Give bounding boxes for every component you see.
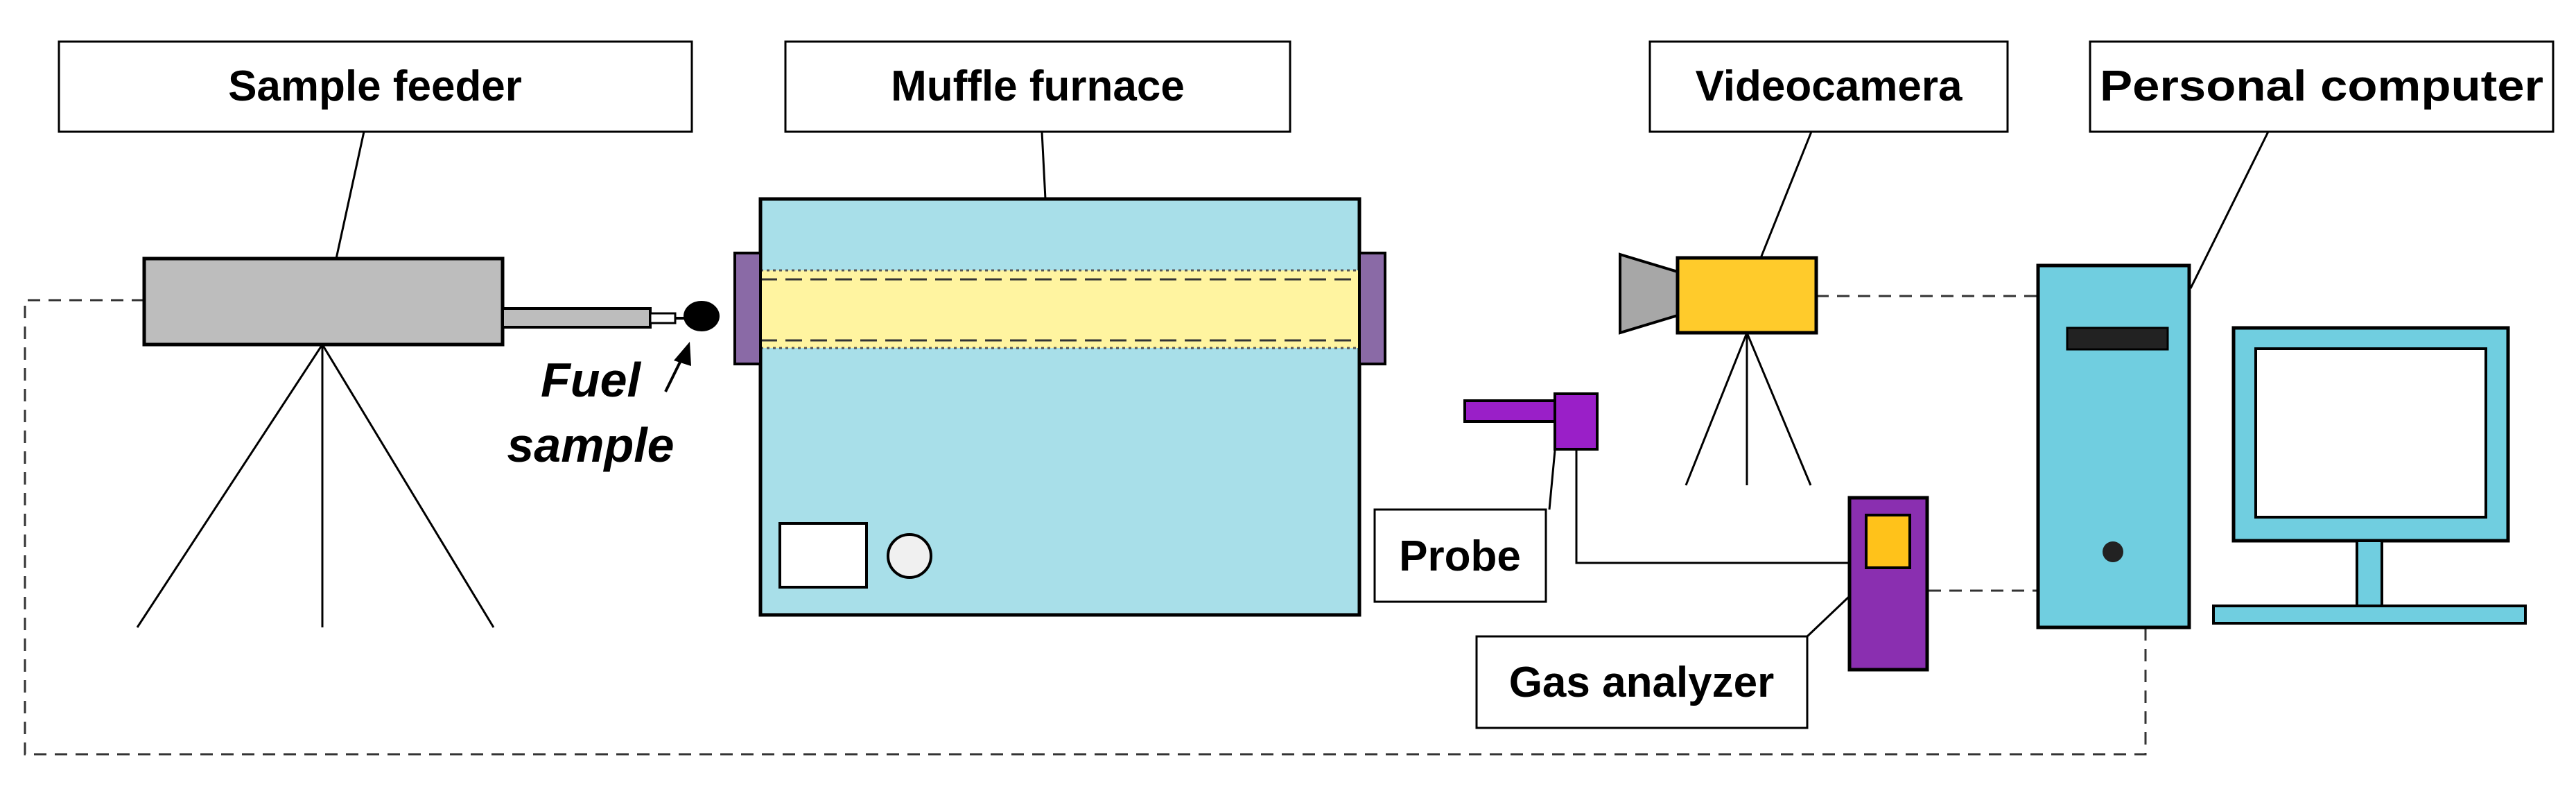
fuel-sample-annotation: Fuel sample bbox=[507, 342, 691, 472]
leader-lines bbox=[335, 131, 2270, 638]
monitor-neck bbox=[2356, 539, 2383, 607]
videocamera-label: Videocamera bbox=[1696, 62, 1963, 110]
probe-leader bbox=[1548, 450, 1556, 510]
furnace-control-knob bbox=[887, 533, 932, 579]
probe-label: Probe bbox=[1399, 532, 1521, 580]
monitor-screen bbox=[2254, 347, 2487, 519]
muffle-furnace-leader bbox=[1041, 131, 1047, 200]
furnace-left-flange bbox=[733, 252, 762, 365]
sample-feeder-leader bbox=[335, 131, 365, 259]
personal-computer-leader bbox=[2189, 131, 2270, 289]
personal-computer-label: Personal computer bbox=[2100, 62, 2543, 110]
muffle-furnace-label: Muffle furnace bbox=[891, 62, 1185, 110]
computer-tower bbox=[2036, 263, 2191, 629]
videocamera-label-box bbox=[1648, 40, 2009, 133]
tower-power-button bbox=[2103, 541, 2123, 562]
gas-analyzer-leader bbox=[1806, 595, 1851, 638]
fuel-sample-label-line2: sample bbox=[507, 418, 674, 472]
analyzer-screen bbox=[1865, 514, 1911, 569]
feeder-tripod bbox=[136, 344, 495, 628]
sample-feeder bbox=[136, 257, 720, 628]
tower-drive-slot bbox=[2066, 327, 2169, 351]
monitor-base bbox=[2212, 605, 2527, 625]
sample-feeder-label: Sample feeder bbox=[228, 62, 522, 110]
personal-computer-label-box bbox=[2089, 40, 2555, 133]
probe-rod bbox=[1463, 399, 1556, 423]
muffle-furnace-label-box bbox=[784, 40, 1291, 133]
probe-to-analyzer-cable bbox=[1575, 449, 1850, 564]
feeder-body bbox=[142, 257, 505, 347]
sample-feeder-label-box bbox=[58, 40, 693, 133]
camera-body bbox=[1676, 256, 1818, 335]
fuel-sample-dot bbox=[684, 301, 720, 331]
furnace-tube bbox=[759, 269, 1361, 349]
videocamera bbox=[1619, 252, 1818, 486]
gas-analyzer bbox=[1847, 496, 1929, 672]
probe-label-box bbox=[1373, 508, 1547, 603]
signal-lines bbox=[24, 295, 2147, 756]
probe bbox=[1463, 392, 1850, 564]
muffle-furnace bbox=[733, 197, 1386, 617]
gas-analyzer-label-box bbox=[1475, 635, 1809, 729]
personal-computer bbox=[2036, 263, 2527, 629]
gas-analyzer-label: Gas analyzer bbox=[1509, 659, 1775, 706]
feeder-rod bbox=[501, 307, 652, 329]
furnace-right-flange bbox=[1358, 252, 1386, 365]
feeder-to-computer-line bbox=[24, 299, 2147, 756]
feeder-needle bbox=[649, 312, 677, 324]
furnace-display-panel bbox=[778, 522, 868, 589]
videocamera-leader bbox=[1759, 131, 1813, 259]
fuel-sample-arrow-head bbox=[674, 342, 691, 366]
camera-tripod bbox=[1685, 332, 1812, 486]
probe-head bbox=[1554, 392, 1599, 451]
label-boxes: Sample feeder Muffle furnace Videocamera… bbox=[58, 40, 2555, 729]
fuel-sample-label-line1: Fuel bbox=[541, 353, 641, 407]
camera-lens-cone bbox=[1619, 252, 1679, 335]
